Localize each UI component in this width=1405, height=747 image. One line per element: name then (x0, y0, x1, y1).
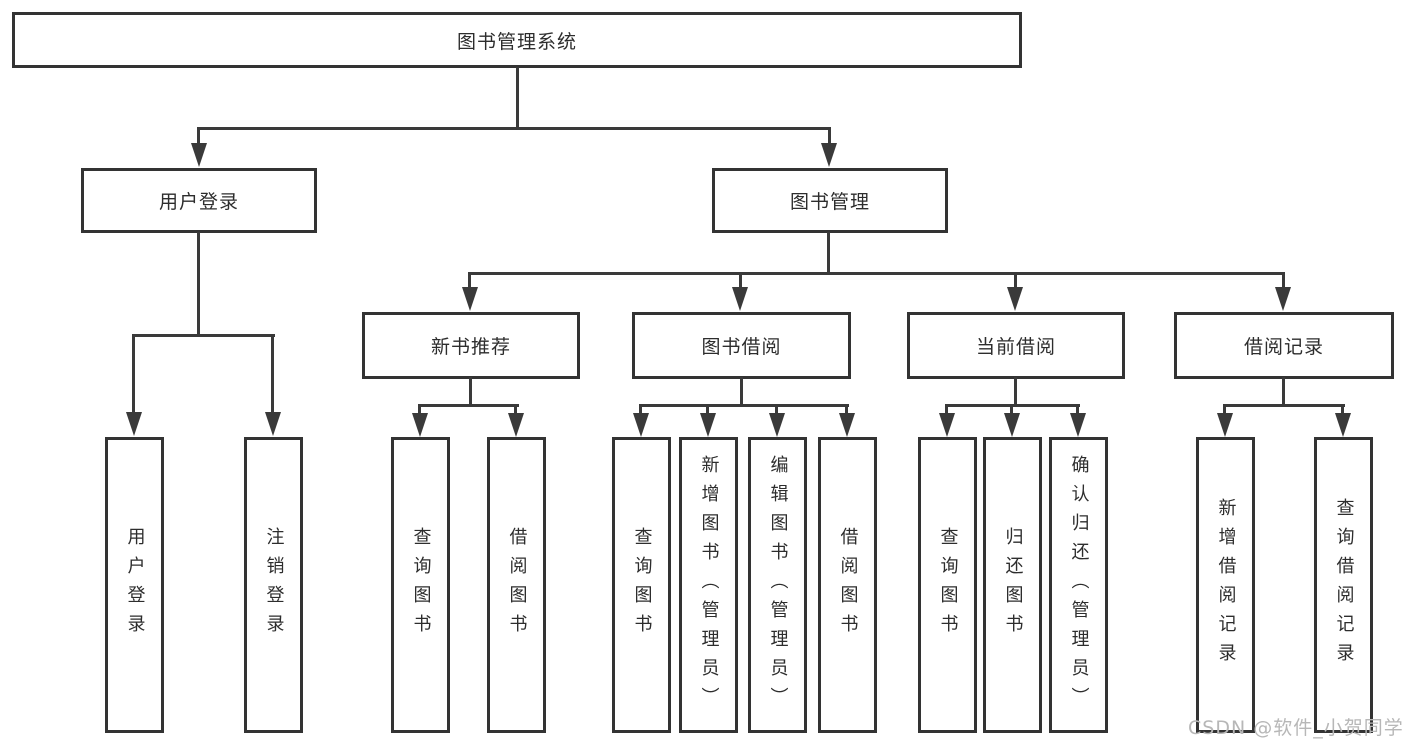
node-book-management: 图书管理 (712, 168, 948, 233)
connector-group4-bar (1223, 404, 1345, 407)
connector-userlogin-stem (197, 232, 200, 336)
node-label: 图书借阅 (701, 336, 782, 358)
leaf-add-borrow-record: 新增借阅记录 (1196, 437, 1255, 733)
leaf-borrow-books: 借阅图书 (487, 437, 546, 733)
node-borrowing-records: 借阅记录 (1174, 312, 1394, 379)
connector-root-stub-right (828, 127, 831, 149)
connector-leaf-stub (1010, 404, 1013, 418)
connector-group4-stem (1282, 377, 1285, 407)
connector-userlogin-stub-right (271, 334, 274, 414)
arrowhead-down-icon (1007, 287, 1023, 311)
node-label: 借阅图书 (506, 527, 528, 643)
node-label: 编辑图书（管理员） (767, 454, 789, 716)
leaf-query-borrow-record: 查询借阅记录 (1314, 437, 1373, 733)
connector-bookmgmt-stub (468, 272, 471, 290)
leaf-logout: 注销登录 (244, 437, 303, 733)
arrowhead-down-icon (1217, 413, 1233, 437)
node-label: 新增图书（管理员） (698, 454, 720, 716)
leaf-add-books-admin: 新增图书（管理员） (679, 437, 738, 733)
node-label: 图书管理系统 (456, 30, 577, 53)
leaf-confirm-return-admin: 确认归还（管理员） (1049, 437, 1108, 733)
connector-bookmgmt-stub (739, 272, 742, 290)
node-label: 查询图书 (631, 527, 653, 643)
leaf-user-login: 用户登录 (105, 437, 164, 733)
connector-bookmgmt-stub (1282, 272, 1285, 290)
arrowhead-down-icon (1070, 413, 1086, 437)
arrowhead-down-icon (769, 413, 785, 437)
node-new-book-recommend: 新书推荐 (362, 312, 580, 379)
node-label: 新增借阅记录 (1215, 498, 1237, 672)
arrowhead-down-icon (508, 413, 524, 437)
connector-userlogin-stub-left (132, 334, 135, 414)
arrowhead-down-icon (732, 287, 748, 311)
node-label: 当前借阅 (975, 336, 1056, 358)
node-label: 用户登录 (158, 191, 239, 213)
arrowhead-down-icon (1004, 413, 1020, 437)
node-library-management-system: 图书管理系统 (12, 12, 1022, 68)
connector-leaf-stub (775, 404, 778, 418)
node-label: 新书推荐 (430, 336, 511, 358)
connector-leaf-stub (1223, 404, 1226, 418)
node-label: 注销登录 (263, 527, 285, 643)
node-label: 用户登录 (124, 527, 146, 643)
arrowhead-down-icon (939, 413, 955, 437)
arrowhead-down-icon (191, 143, 207, 167)
connector-group2-stem (740, 377, 743, 407)
connector-leaf-stub (639, 404, 642, 418)
connector-bookmgmt-stub (1014, 272, 1017, 290)
node-current-borrowing: 当前借阅 (907, 312, 1125, 379)
arrowhead-down-icon (1335, 413, 1351, 437)
arrowhead-down-icon (700, 413, 716, 437)
connector-bookmgmt-bar (469, 272, 1285, 275)
connector-leaf-stub (706, 404, 709, 418)
leaf-query-books: 查询图书 (918, 437, 977, 733)
leaf-return-books: 归还图书 (983, 437, 1042, 733)
arrowhead-down-icon (462, 287, 478, 311)
connector-root-stub-left (197, 127, 200, 149)
connector-group1-stem (469, 377, 472, 407)
leaf-query-books: 查询图书 (391, 437, 450, 733)
watermark-text: CSDN @软件_小贺同学 (1188, 717, 1404, 739)
connector-group2-bar (639, 404, 849, 407)
leaf-edit-books-admin: 编辑图书（管理员） (748, 437, 807, 733)
node-label: 归还图书 (1002, 527, 1024, 643)
arrowhead-down-icon (633, 413, 649, 437)
node-label: 查询图书 (410, 527, 432, 643)
connector-group1-bar (418, 404, 519, 407)
connector-leaf-stub (945, 404, 948, 418)
leaf-query-books: 查询图书 (612, 437, 671, 733)
node-label: 借阅图书 (837, 527, 859, 643)
node-label: 查询借阅记录 (1333, 498, 1355, 672)
node-label: 确认归还（管理员） (1068, 454, 1090, 716)
connector-root-stem (516, 67, 519, 129)
node-user-login: 用户登录 (81, 168, 317, 233)
arrowhead-down-icon (821, 143, 837, 167)
connector-leaf-stub (1341, 404, 1344, 418)
arrowhead-down-icon (412, 413, 428, 437)
connector-leaf-stub (1076, 404, 1079, 418)
arrowhead-down-icon (126, 412, 142, 436)
arrowhead-down-icon (1275, 287, 1291, 311)
node-label: 借阅记录 (1243, 336, 1324, 358)
connector-leaf-stub (418, 404, 421, 418)
connector-bookmgmt-stem (827, 232, 830, 275)
connector-root-bar (197, 127, 831, 130)
arrowhead-down-icon (265, 412, 281, 436)
arrowhead-down-icon (839, 413, 855, 437)
connector-userlogin-bar (132, 334, 275, 337)
connector-leaf-stub (514, 404, 517, 418)
leaf-borrow-books: 借阅图书 (818, 437, 877, 733)
node-label: 查询图书 (937, 527, 959, 643)
node-book-borrowing: 图书借阅 (632, 312, 851, 379)
node-label: 图书管理 (789, 191, 870, 213)
connector-group3-stem (1014, 377, 1017, 407)
connector-leaf-stub (845, 404, 848, 418)
